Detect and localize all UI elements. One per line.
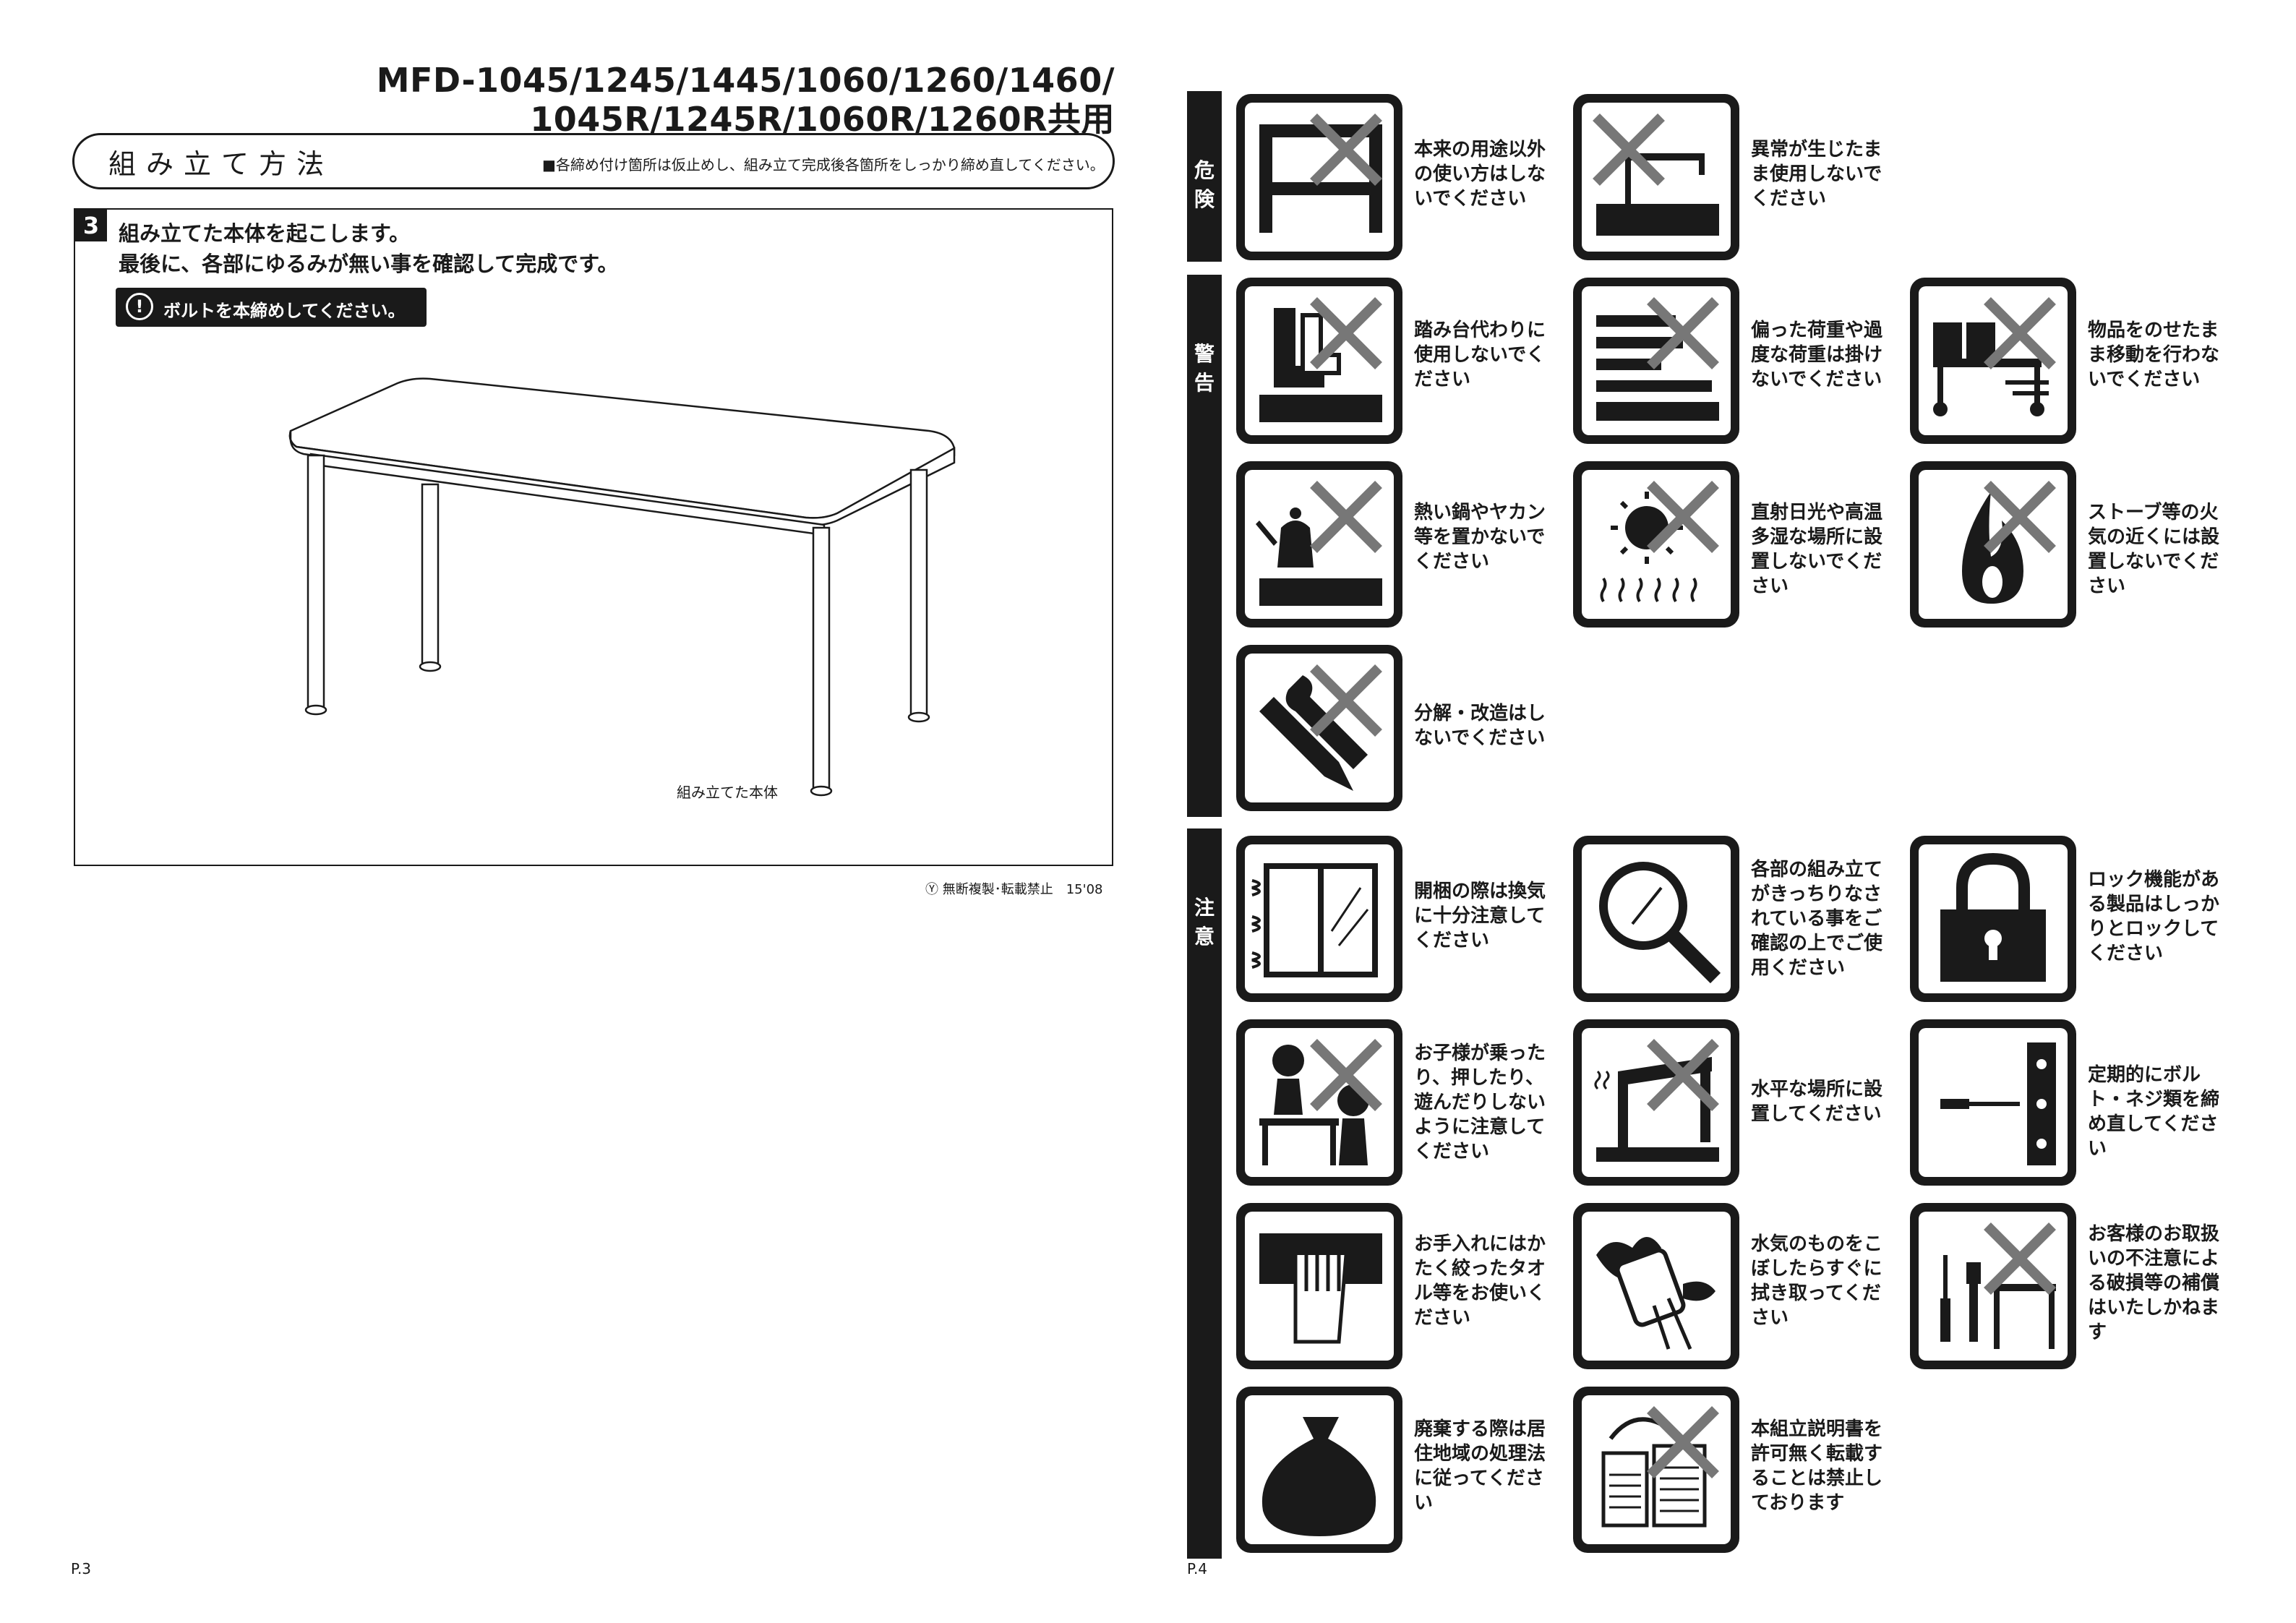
garbage-bag-icon [1236, 1387, 1402, 1553]
page-number-right: P.4 [1187, 1560, 1208, 1577]
wiping-hand-icon [1236, 1203, 1402, 1369]
page-number-left: P.3 [71, 1560, 92, 1577]
label-care-towel: お手入れにはかたく絞ったタオル等をお使いください [1414, 1233, 1546, 1329]
spill-wipe-icon [1573, 1203, 1739, 1369]
label-fire: ストーブ等の火気の近くには設置しないでください [2088, 502, 2220, 597]
section-title: 組み立て方法 [108, 148, 335, 180]
label-check-assembly: 各部の組み立てがきっちりなされている事をご確認の上でご使用ください [1751, 859, 1883, 979]
label-no-compensation: お客様のお取扱いの不注意による破損等の補償はいたしかねます [2088, 1223, 2220, 1343]
assembled-table-illustration [288, 377, 956, 797]
label-lock: ロック機能がある製品はしっかりとロックしてください [2088, 869, 2220, 964]
children-icon [1236, 1019, 1402, 1186]
frame-misuse-icon [1236, 94, 1402, 260]
category-caution-char-1: 注 [1194, 896, 1215, 920]
exclamation-icon: ! [126, 293, 153, 320]
label-abnormal: 異常が生じたまま使用しないでください [1751, 139, 1882, 210]
label-spill: 水気のものをこぼしたらすぐに拭き取ってください [1751, 1233, 1883, 1329]
label-hot-pot: 熱い鍋やヤカン等を置かないでください [1414, 502, 1546, 573]
section-header [72, 133, 1115, 189]
window-ventilation-icon [1236, 836, 1402, 1002]
category-warning-char-2: 告 [1194, 371, 1215, 395]
move-with-items-icon [1910, 278, 2076, 444]
label-sun-heat: 直射日光や高温多湿な場所に設置しないでください [1751, 502, 1883, 597]
category-caution-char-2: 意 [1194, 925, 1215, 948]
model-line-2: 1045R/1245R/1060R/1260R共用 [530, 100, 1115, 139]
model-numbers: MFD-1045/1245/1445/1060/1260/1460/ 1045R… [361, 61, 1115, 139]
label-children: お子様が乗ったり、押したり、遊んだりしないように注意してください [1414, 1042, 1546, 1162]
padlock-icon [1910, 836, 2076, 1002]
copyright-notice: Ⓨ 無断複製･転載禁止 15'08 [925, 882, 1103, 897]
label-disposal: 廃棄する際は居住地域の処理法に従ってください [1414, 1418, 1546, 1514]
screwdriver-bolts-icon [1910, 1019, 2076, 1186]
illustration-caption: 組み立てた本体 [677, 784, 778, 801]
label-step-on: 踏み台代わりに使用しないでください [1414, 320, 1546, 390]
category-danger-char-1: 危 [1194, 158, 1215, 182]
step-on-icon [1236, 278, 1402, 444]
category-warning: 警 告 [1187, 275, 1222, 817]
broken-table-icon [1573, 94, 1739, 260]
step-line-1: 組み立てた本体を起こします。 [119, 221, 411, 246]
warning-text: ボルトを本締めしてください。 [163, 301, 406, 321]
category-danger: 危 険 [1187, 91, 1222, 262]
fire-icon [1910, 461, 2076, 628]
category-danger-char-2: 険 [1194, 187, 1215, 211]
sun-heat-icon [1573, 461, 1739, 628]
label-move-with-items: 物品をのせたまま移動を行わないでください [2088, 320, 2220, 390]
label-misuse: 本来の用途以外の使い方はしないでください [1414, 139, 1546, 210]
label-heavy-load: 偏った荷重や過度な荷重は掛けないでください [1751, 320, 1883, 390]
step-panel [74, 208, 1113, 866]
section-note: ■各締め付け箇所は仮止めし、組み立て完成後各箇所をしっかり締め直してください。 [542, 156, 1105, 174]
label-retighten: 定期的にボルト・ネジ類を締め直してください [2088, 1064, 2220, 1160]
warning-bar: ! ボルトを本締めしてください。 [116, 288, 427, 327]
model-line-1: MFD-1045/1245/1445/1060/1260/1460/ [376, 61, 1115, 100]
kettle-icon [1236, 461, 1402, 628]
label-reprint: 本組立説明書を許可無く転載することは禁止しております [1751, 1418, 1883, 1514]
label-ventilation: 開梱の際は換気に十分注意してください [1414, 881, 1546, 951]
label-level-floor: 水平な場所に設置してください [1751, 1079, 1883, 1125]
magnifier-icon [1573, 836, 1739, 1002]
step-line-2: 最後に、各部にゆるみが無い事を確認して完成です。 [119, 252, 619, 276]
step-number: 3 [75, 210, 107, 241]
category-warning-char-1: 警 [1194, 342, 1215, 366]
category-caution: 注 意 [1187, 828, 1222, 1559]
label-disassemble: 分解・改造はしないでください [1414, 703, 1546, 749]
copy-document-icon [1573, 1387, 1739, 1553]
damage-tools-icon [1910, 1203, 2076, 1369]
level-floor-icon [1573, 1019, 1739, 1186]
heavy-load-icon [1573, 278, 1739, 444]
tools-icon [1236, 645, 1402, 811]
